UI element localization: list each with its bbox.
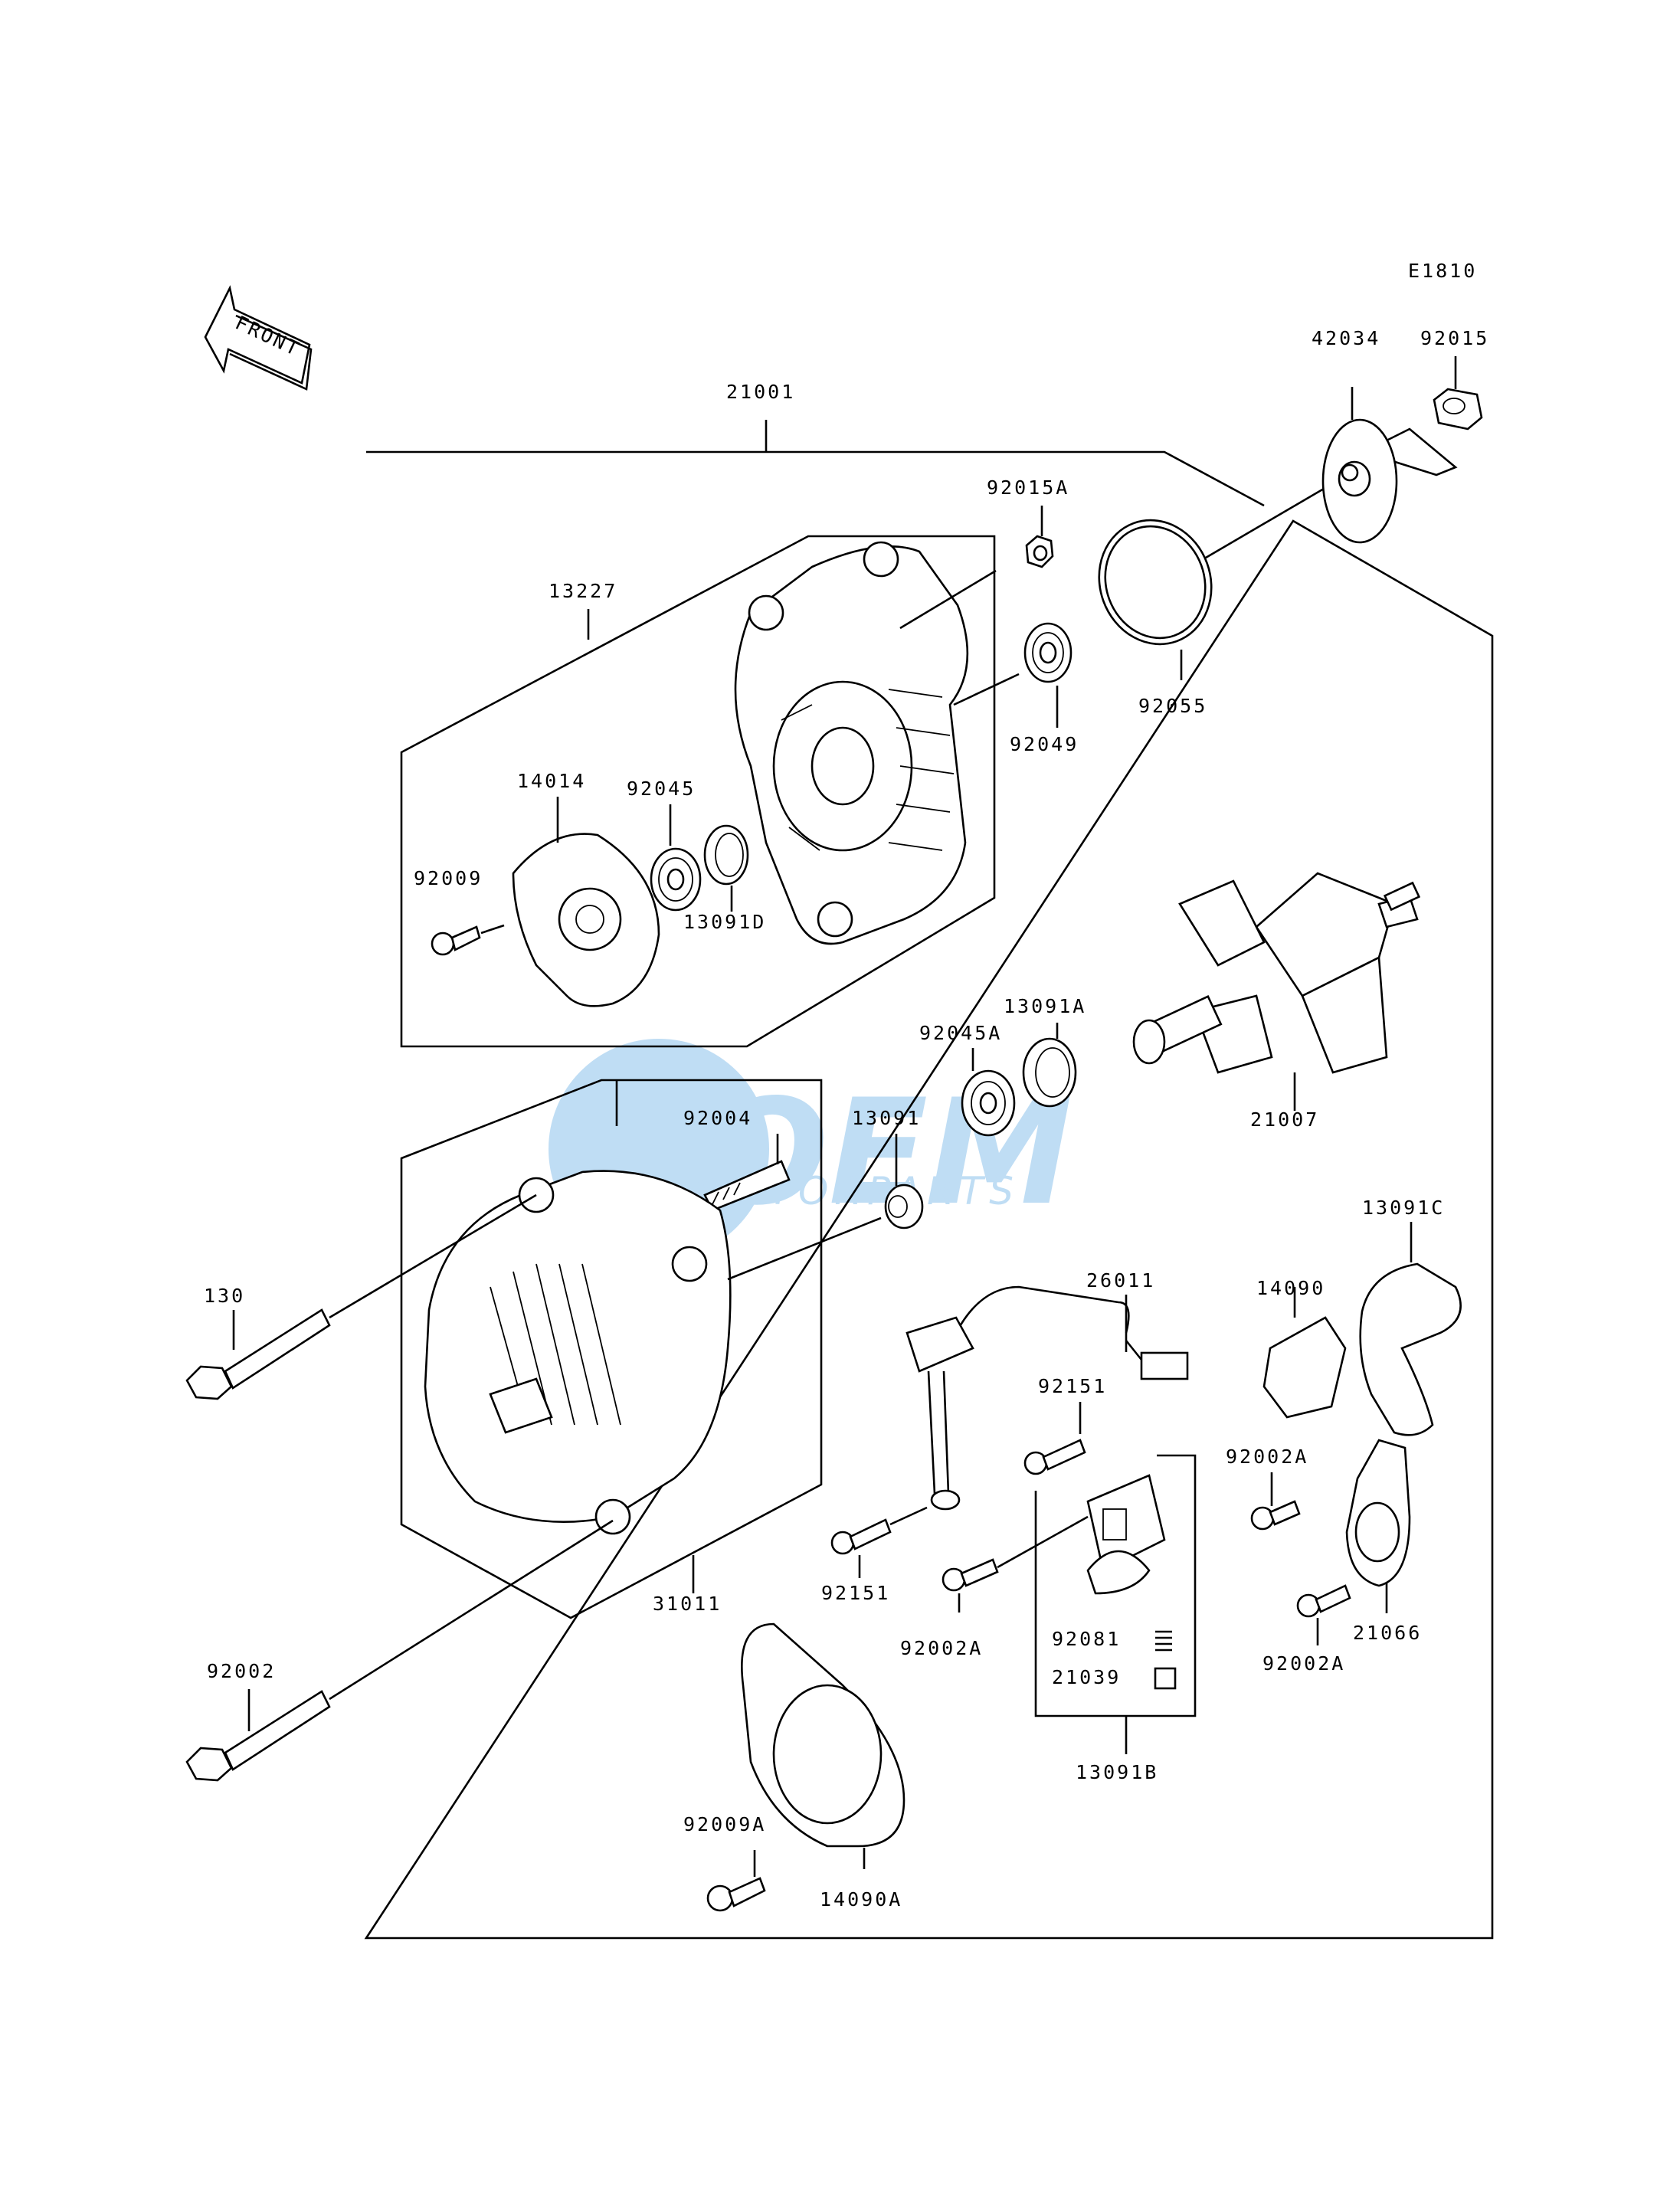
label-92002A-middle: 92002A: [900, 1637, 983, 1659]
label-21066: 21066: [1353, 1622, 1422, 1644]
bolt-92002: [185, 1690, 331, 1782]
screw-92009: [431, 925, 481, 956]
label-14014: 14014: [517, 770, 586, 792]
diagram-code: E1810: [1408, 260, 1477, 282]
label-13091A: 13091A: [1004, 995, 1086, 1017]
label-21001: 21001: [726, 381, 795, 403]
brush-21039: [1154, 1667, 1177, 1690]
group-box-31011: [400, 1079, 823, 1619]
screw-92151-lower: [830, 1518, 892, 1555]
bolt-130: [185, 1308, 331, 1400]
label-21039: 21039: [1052, 1666, 1121, 1688]
label-92009: 92009: [414, 867, 483, 889]
label-92004: 92004: [683, 1107, 752, 1129]
screw-92009A: [706, 1877, 766, 1912]
label-92015: 92015: [1420, 327, 1489, 349]
group-box-13227: [400, 535, 996, 1048]
bearing-92045A: [961, 1069, 1016, 1137]
label-92009A: 92009A: [683, 1813, 766, 1835]
label-26011: 26011: [1086, 1269, 1155, 1292]
screw-92002A-right-upper: [1250, 1500, 1301, 1531]
part-labels: 21001 42034 92015 92015A 13227 92049 920…: [204, 327, 1489, 1911]
label-92015A: 92015A: [987, 476, 1069, 499]
label-13227: 13227: [549, 580, 617, 602]
label-92002A-lower: 92002A: [1262, 1652, 1345, 1675]
label-42034: 42034: [1312, 327, 1380, 349]
rotor-21007: [1132, 872, 1421, 1074]
brush-holder-13091B: [1086, 1474, 1166, 1595]
front-cover-13227: [734, 541, 969, 945]
bearing-92045: [650, 847, 702, 912]
label-92045A: 92045A: [919, 1022, 1002, 1044]
cover-13091C: [1359, 1262, 1462, 1436]
label-92081: 92081: [1052, 1628, 1121, 1650]
label-92049: 92049: [1010, 733, 1079, 755]
label-13091B: 13091B: [1076, 1761, 1158, 1783]
seal-13091A: [1022, 1037, 1077, 1108]
group-box-13091B: [1034, 1454, 1197, 1717]
label-92002A-upper: 92002A: [1226, 1446, 1308, 1468]
label-13091: 13091: [852, 1107, 921, 1129]
seal-13091D: [703, 824, 749, 886]
o-ring-92055: [1098, 519, 1213, 646]
label-92002: 92002: [207, 1660, 276, 1682]
label-13091D: 13091D: [683, 911, 766, 933]
front-arrow-icon: FRONT: [204, 285, 313, 391]
label-92045: 92045: [627, 778, 696, 800]
label-21007: 21007: [1250, 1108, 1319, 1131]
nut-92015: [1433, 388, 1483, 431]
plate-14014: [512, 833, 660, 1007]
label-92055: 92055: [1138, 695, 1207, 717]
spring-92081: [1155, 1630, 1172, 1652]
label-92151-lower: 92151: [821, 1582, 890, 1604]
nut-92015A: [1025, 535, 1054, 568]
screw-92151-upper: [1023, 1439, 1086, 1475]
regulator-21066: [1345, 1439, 1411, 1587]
label-14090A: 14090A: [820, 1888, 902, 1911]
screw-92002A-right-lower: [1296, 1584, 1351, 1618]
label-130: 130: [204, 1285, 245, 1307]
bearing-92049: [1023, 622, 1073, 683]
label-92151-upper: 92151: [1038, 1375, 1107, 1397]
label-13091C: 13091C: [1362, 1197, 1445, 1219]
label-31011: 31011: [653, 1593, 722, 1615]
rear-housing-31011: [424, 1170, 732, 1535]
label-14090: 14090: [1256, 1277, 1325, 1299]
screw-92002A-middle: [942, 1558, 999, 1592]
collar-13091: [884, 1184, 924, 1229]
pulley-42034: [1321, 418, 1458, 544]
cover-14090A: [741, 1622, 905, 1848]
holder-14090: [1262, 1316, 1347, 1419]
lead-wire-26011: [905, 1285, 1189, 1511]
